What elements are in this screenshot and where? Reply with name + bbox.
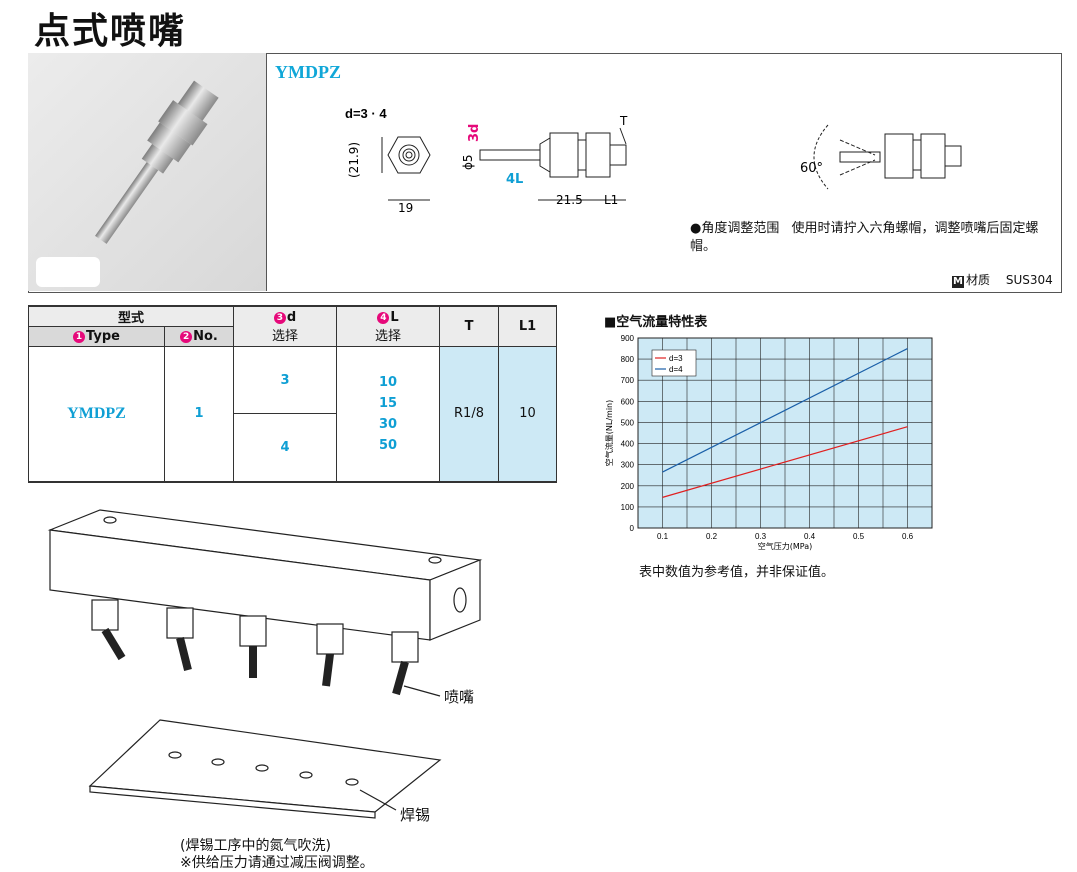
header-type-group: 型式 <box>28 305 234 327</box>
photo-label-placeholder <box>36 257 100 287</box>
angle-label: 60° <box>800 161 823 176</box>
nozzle-5 <box>391 631 419 696</box>
legend-label: d=3 <box>669 354 683 363</box>
y-tick-label: 100 <box>621 503 635 512</box>
technical-drawing: d=3 · 4 (21.9) 19 ϕ5 3d 4L T 21.5 L1 60° <box>345 106 962 215</box>
nozzle-1 <box>91 599 126 661</box>
y-tick-label: 600 <box>621 397 635 406</box>
legend-box <box>651 349 697 377</box>
y-tick-label: 400 <box>621 440 635 449</box>
series-line <box>662 426 908 498</box>
nozzle-label: 喷嘴 <box>444 688 475 706</box>
y-axis-label: 空气流量(NL/min) <box>604 400 614 466</box>
header-t: T <box>439 305 499 347</box>
x-axis-label: 空气压力(MPa) <box>758 541 813 551</box>
application-caption-2: ※供给压力请通过减压阀调整。 <box>180 855 374 871</box>
dim-d-marker: 3d <box>467 124 482 142</box>
y-tick-label: 0 <box>630 524 635 533</box>
hex-front-view <box>387 136 431 174</box>
y-tick-label: 200 <box>621 482 635 491</box>
model-name: YMDPZ <box>275 62 341 82</box>
application-illustration <box>47 509 483 819</box>
x-tick-label: 0.6 <box>902 532 914 541</box>
x-tick-label: 0.5 <box>853 532 865 541</box>
x-tick-label: 0.1 <box>657 532 669 541</box>
x-tick-label: 0.2 <box>706 532 718 541</box>
application-caption-1: (焊锡工序中的氮气吹洗) <box>180 838 331 854</box>
airflow-chart: 0 100 200 300 400 500 600 700 800 900 0.1 0.2 0.3 0.4… <box>604 334 933 551</box>
product-photo <box>28 53 267 291</box>
row-d-1: 4 <box>233 413 337 483</box>
header-l1: L1 <box>498 305 557 347</box>
angle-note-text: 使用时请拧入六角螺帽，调整喷嘴后固定螺帽。 <box>690 221 1039 254</box>
y-tick-label: 900 <box>621 334 635 343</box>
y-tick-label: 300 <box>621 461 635 470</box>
d-options-label: d=3 · 4 <box>345 106 387 121</box>
nozzle-3 <box>239 615 267 678</box>
dim-21-5: 21.5 <box>556 193 583 207</box>
x-tick-label: 0.4 <box>804 532 816 541</box>
nozzle-photo-icon <box>95 80 219 244</box>
material-icon: M <box>952 276 964 288</box>
chart-note: 表中数值为参考值，并非保证值。 <box>639 565 835 580</box>
row-type: YMDPZ <box>28 346 165 483</box>
dim-l-marker: 4L <box>506 172 523 187</box>
legend-label: d=4 <box>669 365 683 374</box>
angle-note: ●角度调整范围 使用时请拧入六角螺帽，调整喷嘴后固定螺帽。 <box>690 220 1050 256</box>
row-l1: 10 <box>498 346 557 483</box>
chart-title: ■空气流量特性表 <box>604 315 708 330</box>
material-value: SUS304 <box>1005 273 1053 287</box>
series-line <box>662 348 908 473</box>
y-tick-label: 500 <box>621 418 635 427</box>
dim-height: (21.9) <box>347 142 361 178</box>
y-tick-label: 800 <box>621 355 635 364</box>
angle-note-title: ●角度调整范围 <box>690 221 780 236</box>
nozzle-2 <box>166 607 194 671</box>
dim-width: 19 <box>398 201 413 215</box>
dim-l1: L1 <box>604 193 618 207</box>
x-tick-label: 0.3 <box>755 532 767 541</box>
nozzle-4 <box>316 623 344 687</box>
row-d-0: 3 <box>233 346 337 414</box>
row-no: 1 <box>164 346 234 483</box>
solder-label: 焊锡 <box>400 806 431 824</box>
material-label: 材质 <box>966 273 991 287</box>
dim-t: T <box>619 114 628 128</box>
page-title: 点式喷嘴 <box>34 11 187 52</box>
y-tick-label: 700 <box>621 376 635 385</box>
row-t: R1/8 <box>439 346 499 483</box>
row-l-values: 10 15 30 50 <box>336 346 440 483</box>
dim-phi5: ϕ5 <box>461 154 475 170</box>
